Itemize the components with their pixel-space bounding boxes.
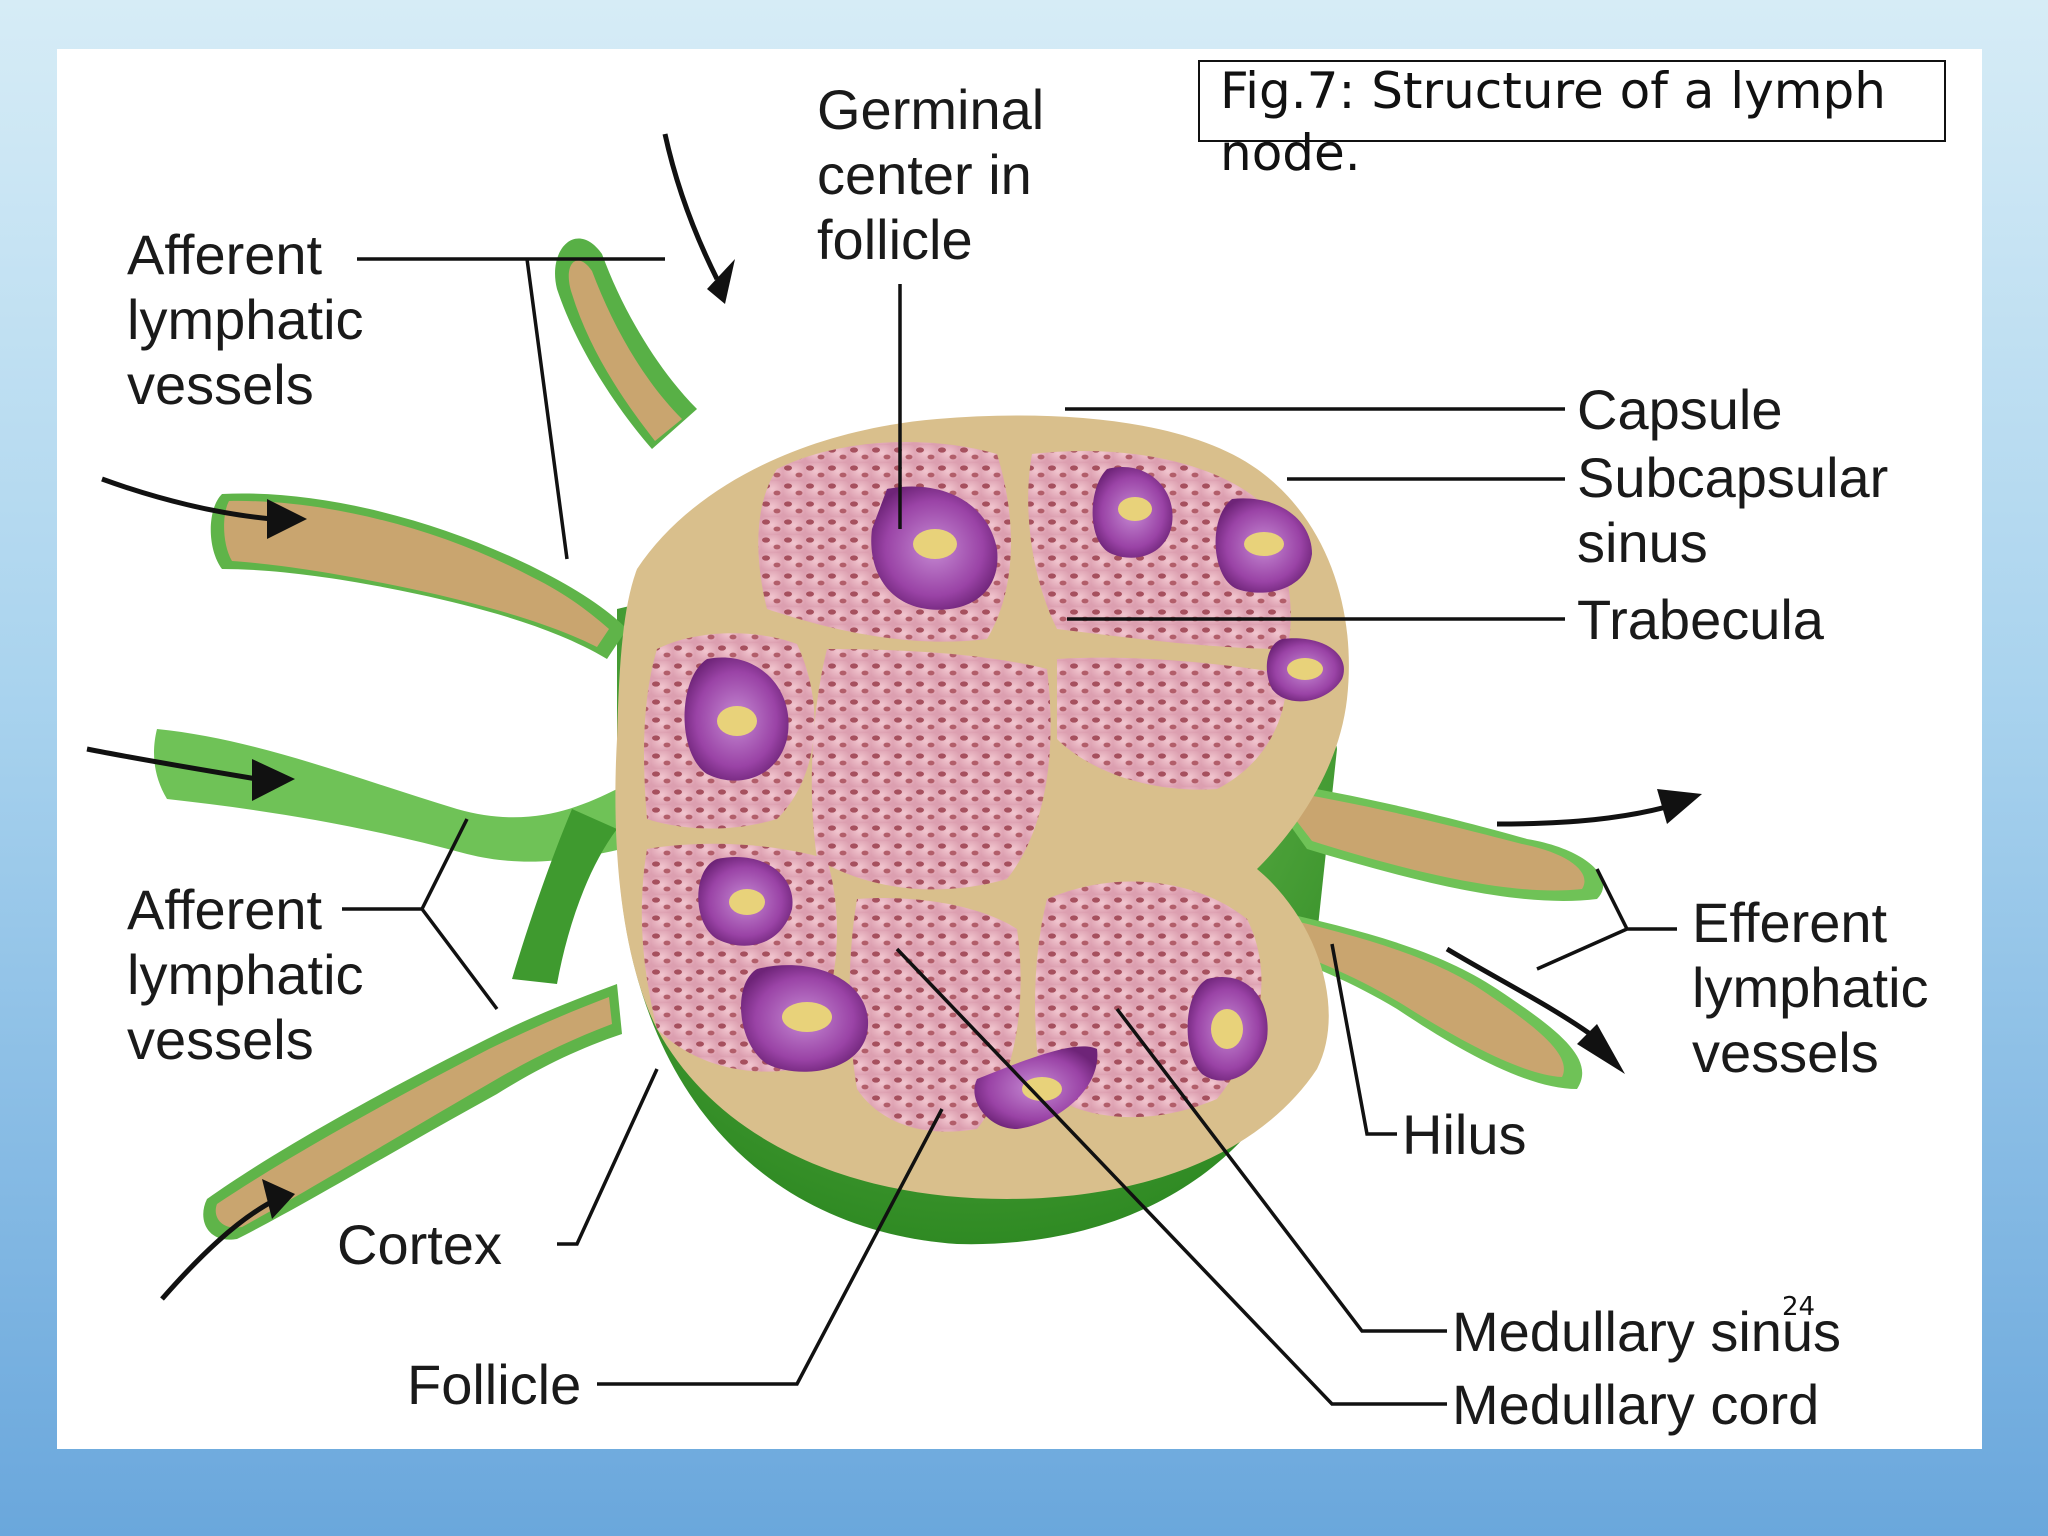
follicle-6 [698,857,793,946]
afferent-vessel-upper-left [210,493,627,659]
efferent-vessels [1257,779,1604,1089]
page-number: 24 [1782,1292,1816,1322]
label-capsule: Capsule [1577,378,1782,441]
label-afferent-bottom-line-1: Afferent [127,878,323,941]
leader-afferent-bottom [342,818,499,1011]
label-trabecula: Trabecula [1577,588,1825,651]
arrow-afferent-upper [101,476,273,522]
arrow-afferent-top [662,133,720,281]
follicle-9 [1187,977,1268,1081]
label-efferent-line-1: Efferent [1692,891,1888,954]
flow-arrows [86,133,1678,1301]
label-afferent-top-line-3: vessels [127,353,314,416]
follicle-3 [1215,498,1312,593]
follicle-1 [871,486,998,610]
afferent-vessel-lower-left [203,984,622,1240]
figure-caption: Fig.7: Structure of a lymph node. [1220,62,1886,182]
follicle-4 [1266,638,1344,702]
lymph-node-diagram: Germinal center in follicle Afferent lym… [86,78,1929,1436]
label-cortex: Cortex [337,1213,502,1276]
label-afferent-bottom-line-2: lymphatic [127,943,364,1006]
leader-afferent-top [357,257,665,560]
arrow-efferent-upper [1496,801,1678,827]
leader-follicle [597,1108,944,1386]
label-afferent-top-line-1: Afferent [127,223,323,286]
label-subcapsular-line-2: sinus [1577,511,1708,574]
arrow-efferent-lower [1445,946,1599,1042]
leader-cortex [557,1068,659,1246]
afferent-vessel-middle-left [154,729,622,984]
label-medullary-sinus: Medullary sinus [1452,1300,1841,1363]
label-germinal-line-2: center in [817,143,1032,206]
leader-hilus [1330,943,1397,1136]
leader-medullary-cord [895,947,1447,1406]
label-afferent-bottom-line-3: vessels [127,1008,314,1071]
label-efferent-line-3: vessels [1692,1021,1879,1084]
follicle-8 [974,1046,1098,1129]
leader-lines [342,257,1677,1406]
diagram-labels: Germinal center in follicle Afferent lym… [127,78,1929,1436]
label-medullary-cord: Medullary cord [1452,1373,1819,1436]
follicle-2 [1092,467,1173,558]
arrow-heads [252,259,1702,1219]
slide-canvas: Germinal center in follicle Afferent lym… [57,49,1982,1449]
label-follicle: Follicle [407,1353,581,1416]
caption-box [1198,60,1946,142]
label-subcapsular-line-1: Subcapsular [1577,446,1888,509]
label-hilus: Hilus [1402,1103,1526,1166]
label-germinal-line-1: Germinal [817,78,1044,141]
follicle-7 [740,965,869,1072]
label-efferent-line-2: lymphatic [1692,956,1929,1019]
arrow-afferent-middle [86,746,258,782]
follicle-5 [684,657,789,781]
leader-efferent [1536,868,1677,971]
arrow-afferent-lower [160,1196,279,1301]
leader-medullary-sinus [1115,1007,1447,1333]
afferent-vessel-top [555,238,697,449]
label-afferent-top-line-2: lymphatic [127,288,364,351]
follicles [684,467,1344,1129]
label-germinal-line-3: follicle [817,208,973,271]
